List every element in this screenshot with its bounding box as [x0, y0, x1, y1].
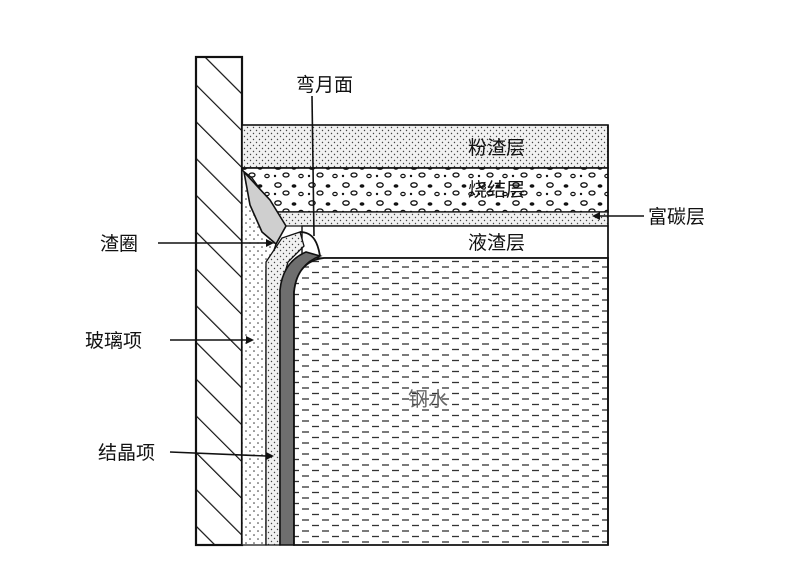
glass-film — [265, 231, 305, 546]
carbon-rich-layer — [269, 211, 609, 227]
label-meniscus: 弯月面 — [296, 74, 353, 96]
label-glass-layer: 玻璃项 — [85, 330, 142, 352]
label-liquid-slag: 液渣层 — [468, 232, 525, 254]
meniscus-leader — [311, 95, 315, 237]
label-carbon-rich: 富碳层 — [648, 206, 705, 228]
label-molten-steel: 钢水 — [408, 387, 448, 411]
label-sinter-layer: 烧结层 — [468, 179, 525, 201]
slag-rim — [242, 169, 287, 246]
molten-steel-pool — [293, 257, 609, 546]
meniscus-curve — [299, 231, 321, 257]
crystal-leader — [169, 451, 267, 457]
label-slag-rim: 渣圈 — [100, 233, 138, 255]
sinter-layer — [241, 167, 609, 213]
powder-slag-layer — [241, 124, 609, 169]
liquid-slag-layer — [301, 225, 609, 259]
mould-wall — [194, 55, 244, 547]
label-powder-slag: 粉渣层 — [468, 137, 525, 159]
label-crystal-layer: 结晶项 — [98, 442, 155, 464]
